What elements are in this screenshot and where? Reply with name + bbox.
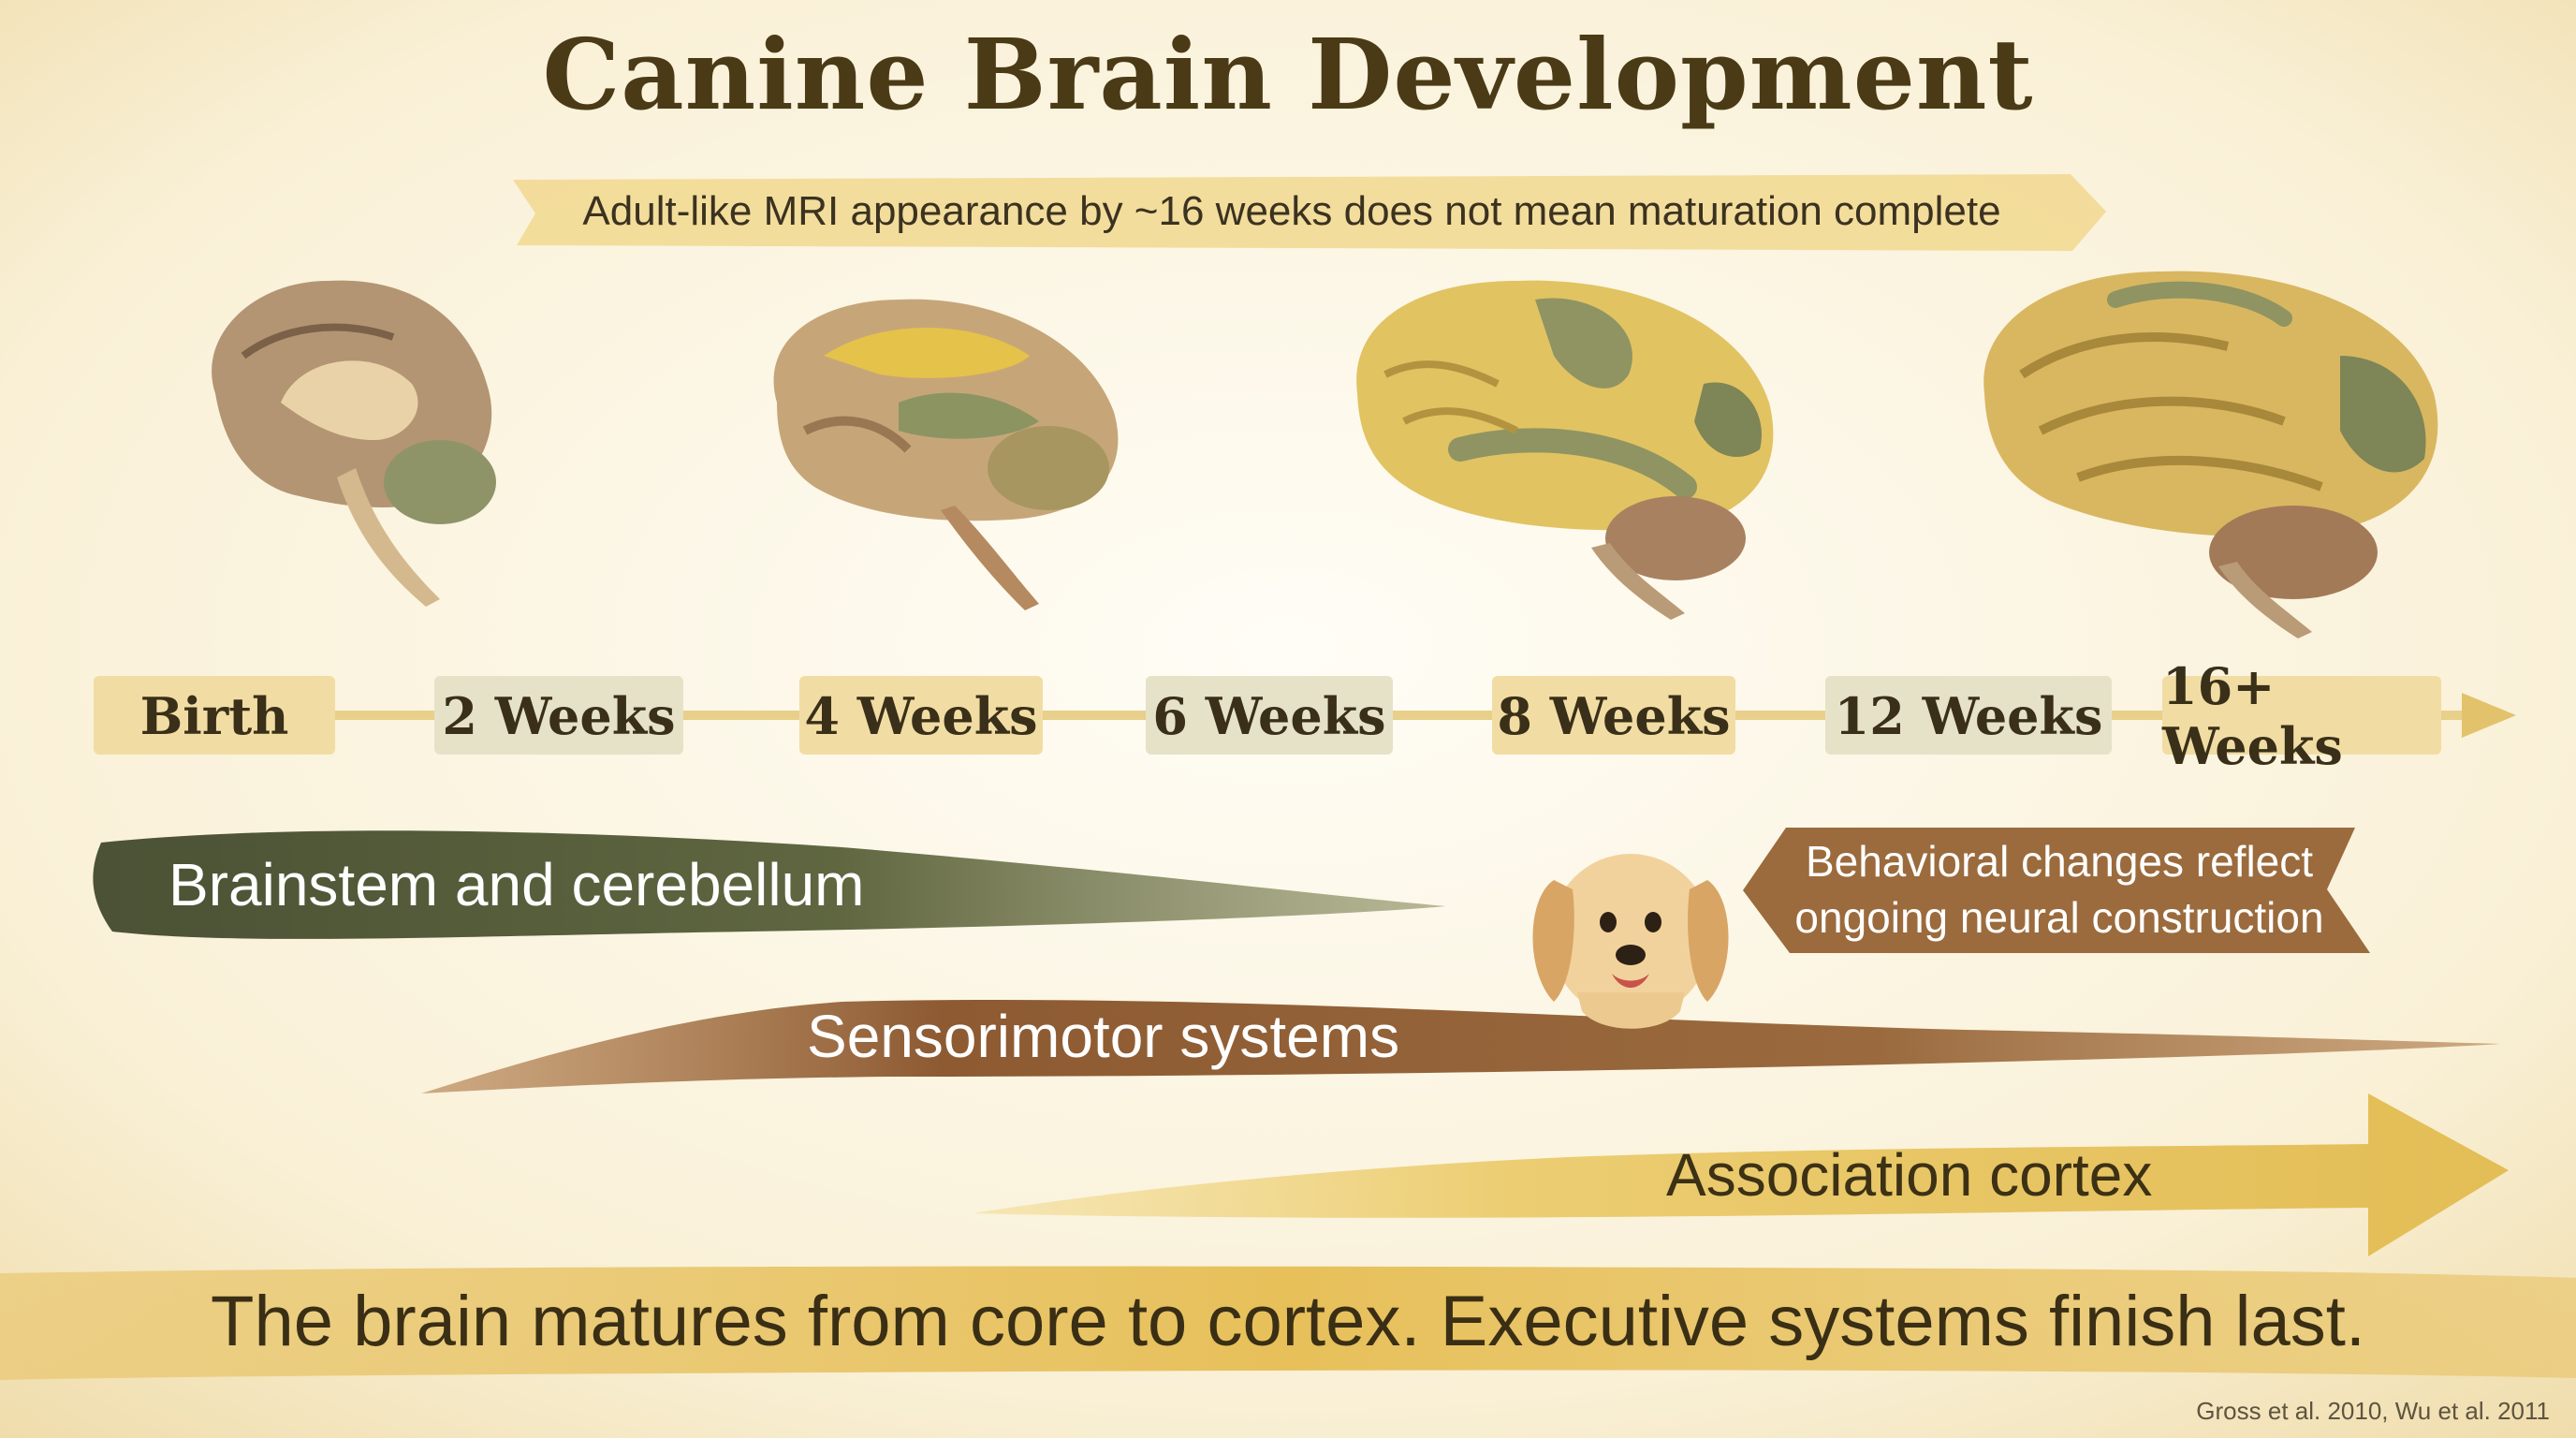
milestone-16-weeks: 16+ Weeks (2162, 656, 2343, 776)
milestone-12-weeks: 12 Weeks (1834, 686, 2103, 746)
brain-birth-icon (212, 280, 496, 607)
callout-banner (1743, 828, 2370, 953)
brain-4-weeks-icon (773, 299, 1119, 610)
brainstem-label: Brainstem and cerebellum (168, 851, 865, 918)
brain-8-weeks-icon (1356, 280, 1774, 620)
milestone-birth: Birth (139, 686, 289, 746)
timeline-arrowhead (2462, 693, 2516, 738)
subtitle-banner (513, 174, 2106, 251)
brain-16-weeks-icon (1983, 271, 2438, 638)
milestone-backgrounds (94, 676, 2441, 755)
callout-text: Behavioral changes reflect ongoing neura… (1760, 833, 2359, 946)
callout-line-1: Behavioral changes reflect (1805, 837, 2314, 886)
subtitle: Adult-like MRI appearance by ~16 weeks d… (582, 188, 2001, 234)
association-band (973, 1093, 2509, 1256)
page-title: Canine Brain Development (542, 17, 2034, 132)
puppy-icon (1532, 854, 1729, 1029)
milestone-4-weeks: 4 Weeks (804, 686, 1038, 746)
milestone-6-weeks: 6 Weeks (1152, 686, 1386, 746)
footer-band (0, 1266, 2576, 1380)
footer-message: The brain matures from core to cortex. E… (211, 1282, 2365, 1361)
brainstem-band (93, 830, 1447, 939)
citation: Gross et al. 2010, Wu et al. 2011 (2196, 1397, 2550, 1425)
milestone-2-weeks: 2 Weeks (442, 686, 676, 746)
sensorimotor-band (421, 999, 2501, 1093)
sensorimotor-label: Sensorimotor systems (807, 1003, 1400, 1070)
milestone-8-weeks: 8 Weeks (1497, 686, 1731, 746)
callout-line-2: ongoing neural construction (1794, 893, 2324, 942)
association-label: Association cortex (1666, 1141, 2153, 1209)
